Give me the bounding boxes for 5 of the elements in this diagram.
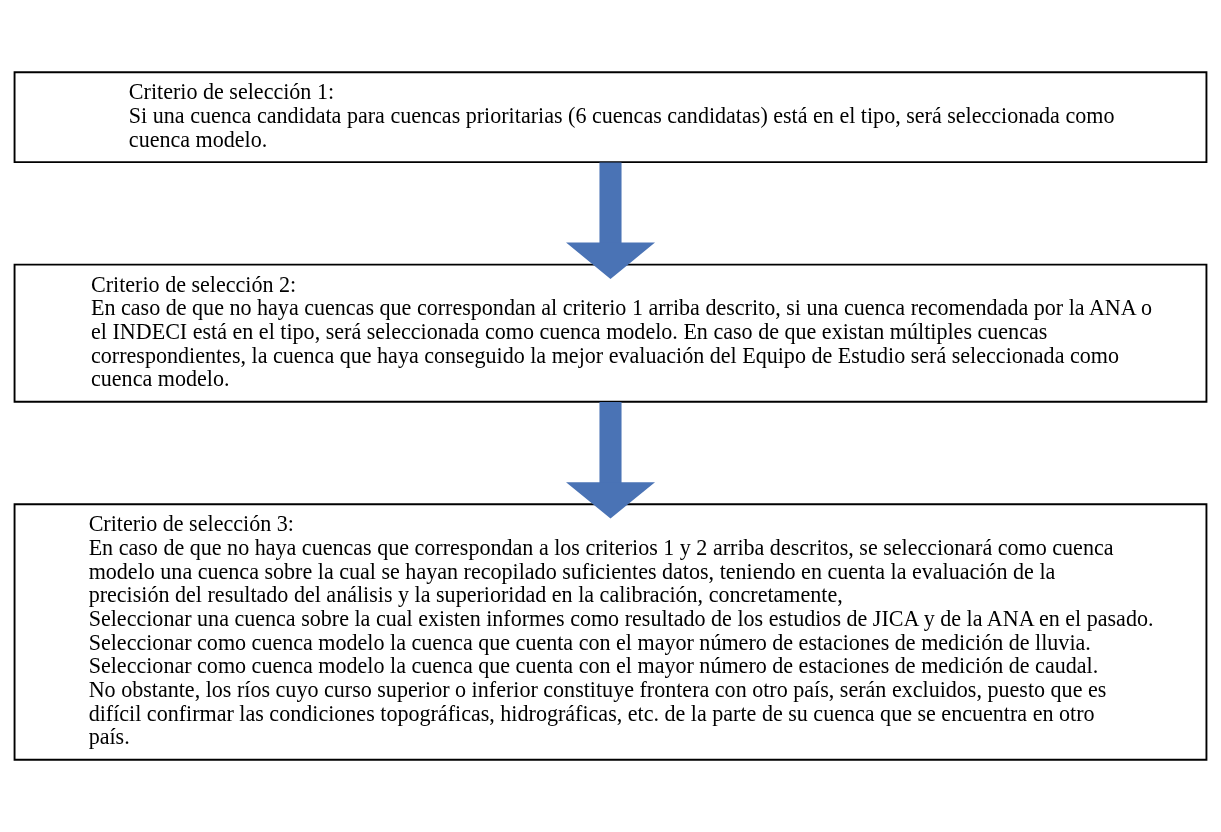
arrow	[566, 162, 655, 279]
node-box: Criterio de selección 3: En caso de que no haya cuencas que correspondan a los criterios 1 y 2 arriba descritos, se seleccionará como cuenca modelo una cuenca sobre la cual se hayan recopilado suficientes datos, teniendo en cuenta la evaluación de la precisión del resultado del análisis y la superioridad en la calibración, concretamente, Seleccionar una cuenca sobre la cual existen informes como resultado de los estudios de JICA y de la ANA en el pasado. Seleccionar como cuenca modelo la cuenca que cuenta con el mayor número de estaciones de medición de lluvia. Seleccionar como cuenca modelo la cuenca que cuenta con el mayor número de estaciones de medición de caudal. No obstante, los ríos cuyo curso superior o inferior constituye frontera con otro país, serán excluidos, puesto que es difícil confirmar las condiciones topográficas, hidrográficas, etc. de la parte de su cuenca que se encuentra en otro país.	[13, 503, 1208, 761]
arrow	[566, 401, 655, 519]
node-box: Criterio de selección 1: Si una cuenca candidata para cuencas prioritarias (6 cuencas candidatas) está en el tipo, será seleccionada como cuenca modelo.	[13, 71, 1208, 164]
node-box: Criterio de selección 2: En caso de que no haya cuencas que correspondan al criterio 1 arriba descrito, si una cuenca recomendada por la ANA o el INDECI está en el tipo, será seleccionada como cuenca modelo. En caso de que existan múltiples cuencas correspondientes, la cuenca que haya conseguido la mejor evaluación del Equipo de Estudio será seleccionada como cuenca modelo.	[13, 263, 1208, 403]
